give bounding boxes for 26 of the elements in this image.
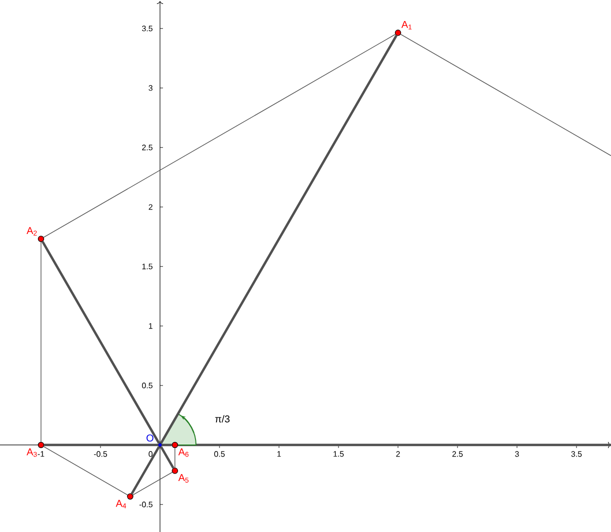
line-segment <box>400 34 611 156</box>
node-label: A$_{5}$ <box>178 474 189 483</box>
node-label: A$_{3}$ <box>26 448 37 457</box>
point: A$_{1}$ <box>394 21 412 36</box>
node-label: A$_{6}$ <box>178 448 189 457</box>
line-segment <box>132 472 173 496</box>
node-label: O <box>146 434 154 442</box>
line-segment <box>160 34 398 444</box>
line-segment <box>43 34 396 238</box>
point: A$_{2}$ <box>26 227 44 242</box>
point: A$_{5}$ <box>172 468 189 483</box>
node-label: A$_{1}$ <box>401 21 412 30</box>
point: A$_{6}$ <box>172 442 189 457</box>
line-segment <box>40 242 42 442</box>
node-label: A$_{4}$ <box>116 500 126 508</box>
line-segment <box>43 446 128 496</box>
point: A$_{4}$ <box>116 493 134 508</box>
node-label: A$_{2}$ <box>26 227 37 236</box>
line-segment <box>130 446 160 494</box>
line-segment <box>160 446 174 469</box>
line-segment <box>174 448 176 468</box>
point: O <box>145 434 162 447</box>
line-segment <box>44 444 158 446</box>
line-segment <box>162 444 172 446</box>
line-segment <box>42 240 160 444</box>
angle-label: π/3 <box>215 415 230 422</box>
